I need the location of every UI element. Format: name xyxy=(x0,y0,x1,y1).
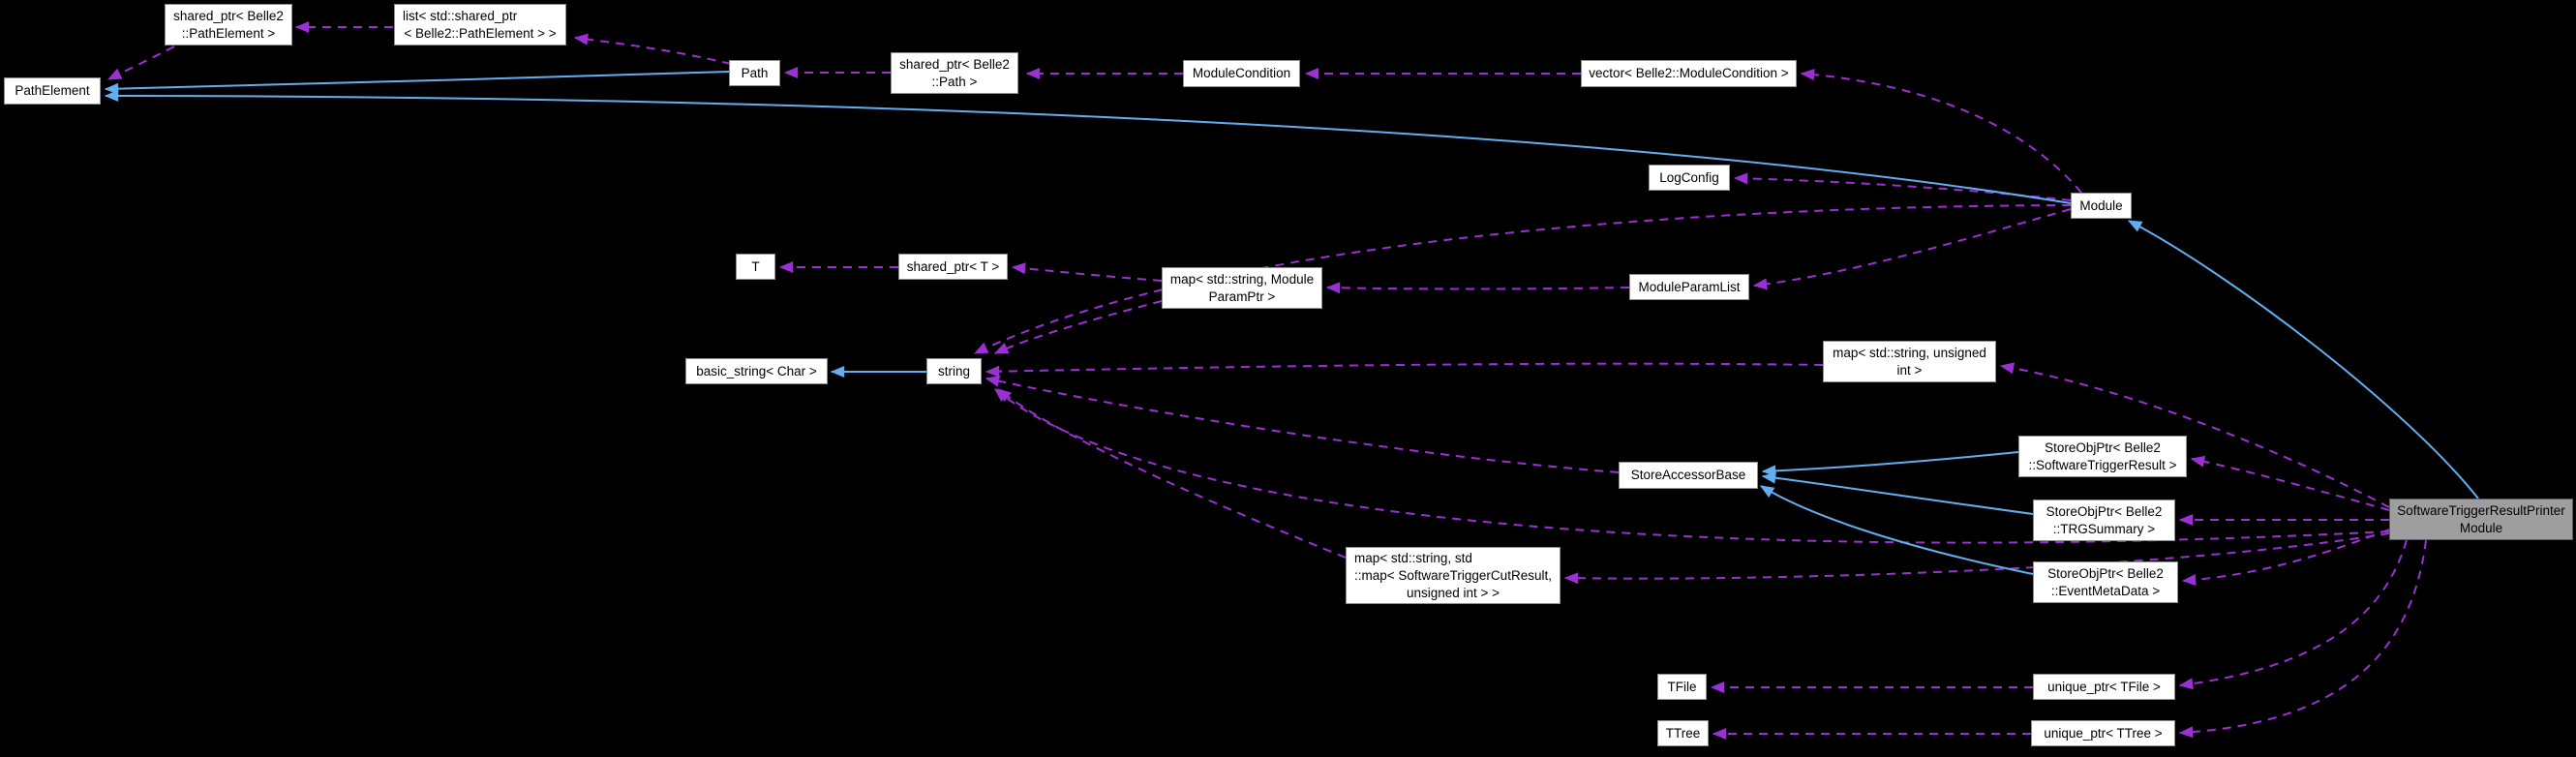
node-label: map< std::string, std xyxy=(1354,550,1472,565)
node-label: unique_ptr< TTree > xyxy=(2044,725,2163,741)
edge-printer-to-uniqueptr-tfile xyxy=(2178,539,2408,690)
node-storeobjptr-trgsummary[interactable]: StoreObjPtr< Belle2 ::TRGSummary > xyxy=(2033,500,2175,541)
node-unique-ptr-tfile[interactable]: unique_ptr< TFile > xyxy=(2033,674,2175,700)
node-label: ModuleParamList xyxy=(1638,279,1741,294)
edge-printer-to-map-unsigned xyxy=(1999,362,2390,508)
node-store-accessor-base[interactable]: StoreAccessorBase xyxy=(1619,462,1758,489)
node-tfile[interactable]: TFile xyxy=(1657,674,1707,700)
edge-map-moduleparamptr-to-sharedptr-t xyxy=(1011,262,1163,282)
node-map-softwaretriggercutresult[interactable]: map< std::string, std ::map< SoftwareTri… xyxy=(1346,547,1561,604)
node-label: vector< Belle2::ModuleCondition > xyxy=(1589,66,1789,80)
node-label: ::PathElement > xyxy=(181,25,276,41)
edge-map-moduleparamptr-to-string xyxy=(993,300,1163,354)
node-unique-ptr-ttree[interactable]: unique_ptr< TTree > xyxy=(2031,720,2175,746)
node-module[interactable]: Module xyxy=(2071,193,2132,219)
node-label: int > xyxy=(1896,362,1923,378)
node-label: StoreObjPtr< Belle2 xyxy=(2047,565,2164,581)
edge-storeaccessorbase-to-string xyxy=(985,375,1620,473)
edge-printer-to-uniqueptr-ttree xyxy=(2178,539,2427,739)
edge-storeobjptr-emd-to-storeaccessorbase xyxy=(1759,485,2034,575)
node-string[interactable]: string xyxy=(926,358,982,384)
edge-storeobjptr-str-to-storeaccessorbase xyxy=(1761,451,2019,477)
node-label: ::Path > xyxy=(931,74,978,89)
node-label: < Belle2::PathElement > > xyxy=(404,25,557,41)
node-storeobjptr-softwaretriggerresult[interactable]: StoreObjPtr< Belle2 ::SoftwareTriggerRes… xyxy=(2018,436,2187,477)
node-label: SoftwareTriggerResultPrinter xyxy=(2397,502,2565,518)
node-label: StoreAccessorBase xyxy=(1630,468,1746,482)
edge-module-to-string xyxy=(973,204,2072,354)
edge-printer-to-storeobjptr-emd xyxy=(2181,529,2390,586)
edge-sharedptr-pathelement-to-pathelement xyxy=(106,45,175,80)
node-label: list< std::shared_ptr xyxy=(403,8,518,23)
node-label: shared_ptr< Belle2 xyxy=(899,56,1010,72)
node-pathelement[interactable]: PathElement xyxy=(4,77,101,105)
node-software-trigger-result-printer-module[interactable]: SoftwareTriggerResultPrinter Module xyxy=(2389,499,2573,540)
node-shared-ptr-path[interactable]: shared_ptr< Belle2 ::Path > xyxy=(891,52,1018,94)
node-label: TFile xyxy=(1667,679,1697,694)
edge-printer-to-module xyxy=(2127,220,2479,500)
edge-storeobjptr-trg-to-storeaccessorbase xyxy=(1761,471,2034,515)
edge-path-to-list xyxy=(573,33,732,65)
node-map-string-unsigned-int[interactable]: map< std::string, unsigned int > xyxy=(1823,341,1996,382)
node-list-shared-ptr-pathelement[interactable]: list< std::shared_ptr < Belle2::PathElem… xyxy=(394,4,566,45)
edge-module-to-vector xyxy=(1800,69,2082,194)
node-module-condition[interactable]: ModuleCondition xyxy=(1183,60,1300,87)
node-module-param-list[interactable]: ModuleParamList xyxy=(1629,274,1749,300)
edge-printer-to-map-cutresult xyxy=(1563,532,2390,585)
edge-printer-to-string xyxy=(994,388,2390,544)
node-label: PathElement xyxy=(15,83,90,98)
node-label: unique_ptr< TFile > xyxy=(2047,679,2161,694)
node-log-config[interactable]: LogConfig xyxy=(1649,165,1730,191)
node-label: unsigned int > > xyxy=(1406,585,1500,600)
node-label: shared_ptr< T > xyxy=(906,258,1000,274)
edge-module-to-pathelement xyxy=(104,90,2072,204)
edge-module-to-moduleparamlist xyxy=(1752,208,2072,290)
node-label: ParamPtr > xyxy=(1208,288,1276,304)
node-label: ::TRGSummary > xyxy=(2052,521,2156,536)
edge-map-unsigned-to-string xyxy=(985,362,1824,378)
node-path[interactable]: Path xyxy=(729,60,780,86)
node-label: TTree xyxy=(1665,725,1701,741)
node-label: shared_ptr< Belle2 xyxy=(173,8,284,23)
node-storeobjptr-eventmetadata[interactable]: StoreObjPtr< Belle2 ::EventMetaData > xyxy=(2033,561,2178,603)
node-label: LogConfig xyxy=(1659,169,1719,185)
node-map-string-moduleparamptr[interactable]: map< std::string, Module ParamPtr > xyxy=(1162,267,1322,309)
edge-moduleparamlist-to-map-moduleparamptr xyxy=(1325,282,1630,294)
node-ttree[interactable]: TTree xyxy=(1657,720,1709,746)
node-label: map< std::string, unsigned xyxy=(1833,345,1986,360)
node-vector-module-condition[interactable]: vector< Belle2::ModuleCondition > xyxy=(1581,60,1797,87)
edge-printer-to-storeobjptr-str xyxy=(2190,455,2390,511)
edge-module-to-logconfig xyxy=(1733,172,2072,201)
node-label: ::SoftwareTriggerResult > xyxy=(2028,457,2177,472)
node-shared-ptr-t[interactable]: shared_ptr< T > xyxy=(898,254,1008,280)
node-label: StoreObjPtr< Belle2 xyxy=(2046,503,2163,519)
node-label: map< std::string, Module xyxy=(1169,271,1315,287)
node-label: string xyxy=(937,363,970,378)
node-shared-ptr-pathelement[interactable]: shared_ptr< Belle2 ::PathElement > xyxy=(165,4,292,45)
node-label: ::map< SoftwareTriggerCutResult, xyxy=(1354,567,1552,583)
node-label: T xyxy=(751,258,760,274)
node-label: Module xyxy=(2079,197,2123,213)
node-label: ::EventMetaData > xyxy=(2050,583,2161,598)
node-label: Path xyxy=(741,65,769,80)
edge-path-to-pathelement xyxy=(104,71,730,95)
edge-map-cutresult-to-string xyxy=(997,388,1347,559)
node-basic-string-char[interactable]: basic_string< Char > xyxy=(685,358,828,384)
node-label: StoreObjPtr< Belle2 xyxy=(2045,439,2161,455)
node-label: ModuleCondition xyxy=(1192,66,1291,80)
node-t[interactable]: T xyxy=(736,254,775,280)
node-label: Module xyxy=(2459,520,2503,535)
node-label: basic_string< Char > xyxy=(696,363,817,378)
